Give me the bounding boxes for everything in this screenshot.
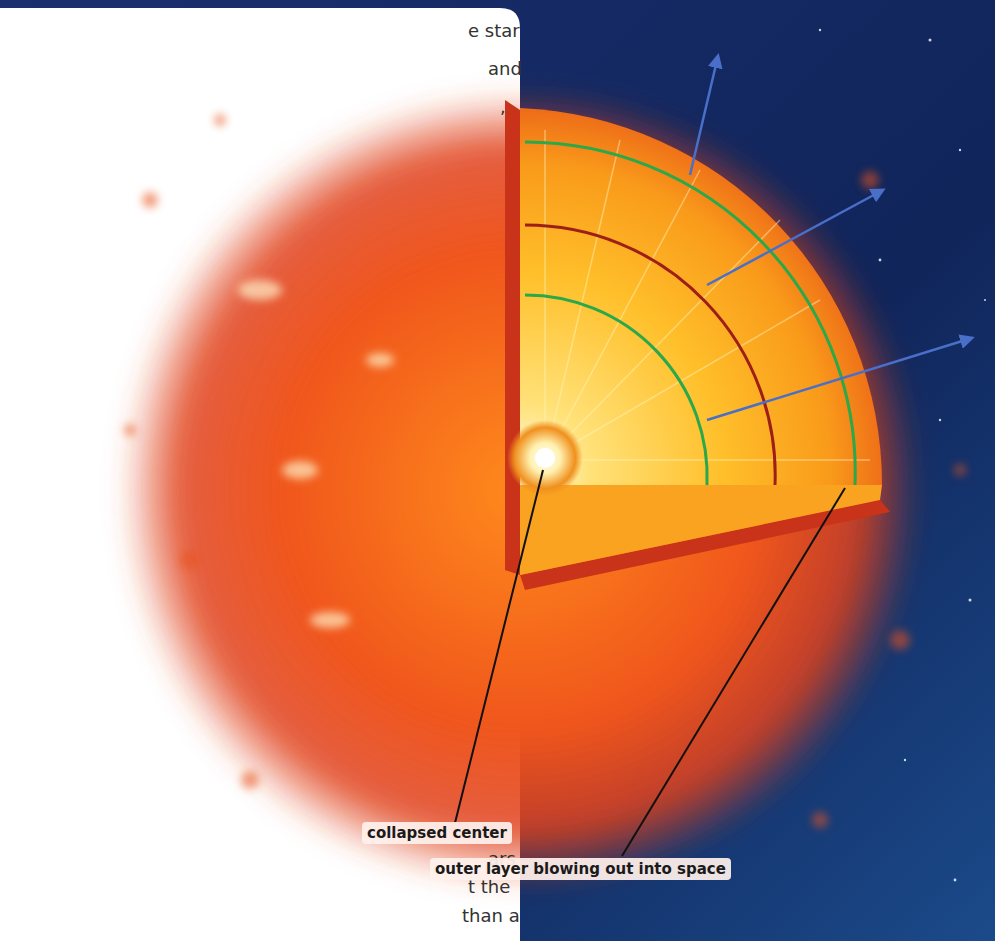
body-text-fragment: e star bbox=[468, 20, 520, 41]
body-text-fragment: and bbox=[488, 58, 522, 79]
body-text-fragment: , bbox=[500, 96, 506, 117]
body-text-fragment: than a bbox=[462, 905, 520, 926]
callout-label: outer layer blowing out into space bbox=[430, 858, 731, 880]
callout-label: collapsed center bbox=[362, 822, 512, 844]
